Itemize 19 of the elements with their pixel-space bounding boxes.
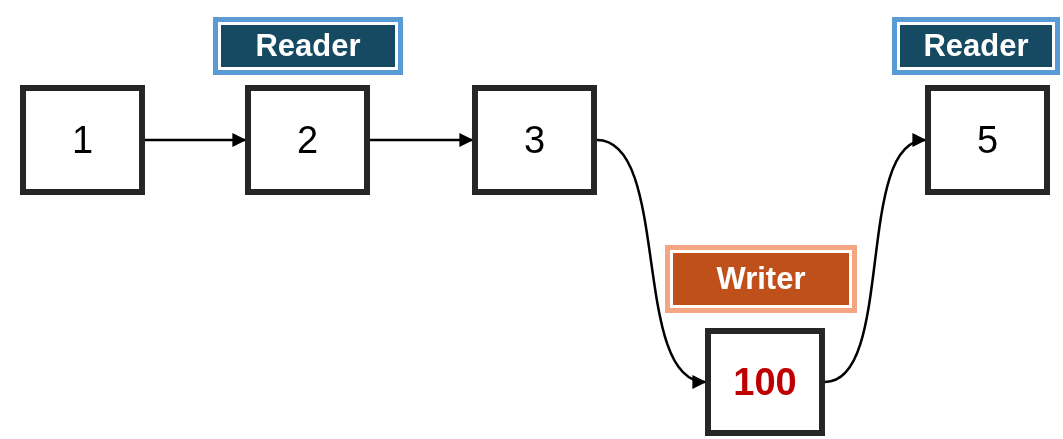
node-label: Reader	[923, 28, 1029, 64]
arrow	[145, 133, 247, 147]
node-box	[245, 85, 370, 195]
node-box	[20, 85, 145, 195]
node-label: 3	[523, 118, 546, 162]
node-label: 100	[733, 360, 797, 404]
reader-tag	[892, 17, 1060, 75]
node-label: Writer	[716, 261, 806, 297]
node-label: 2	[296, 118, 319, 162]
node-box	[925, 85, 1050, 195]
node-label: Reader	[255, 28, 361, 64]
arrow	[596, 138, 707, 386]
node-box	[705, 328, 825, 436]
node-box	[472, 85, 597, 195]
arrow	[370, 133, 474, 147]
node-label: 5	[976, 118, 999, 162]
node-label: 1	[71, 118, 94, 162]
reader-tag	[213, 17, 403, 75]
writer-tag	[665, 245, 857, 313]
